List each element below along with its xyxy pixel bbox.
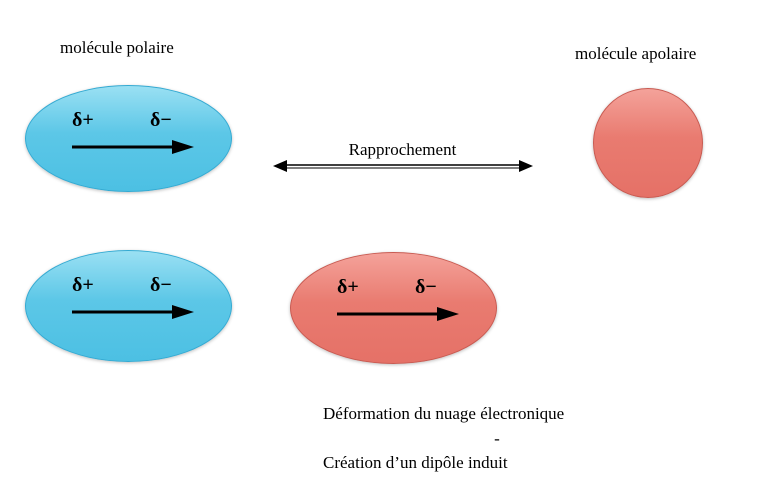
caption-line-creation: Création d’un dipôle induit	[323, 453, 508, 473]
induced-dipole-molecule-ellipse: δ+ δ−	[290, 252, 497, 364]
apolar-molecule-circle	[593, 88, 703, 198]
delta-minus-label: δ−	[150, 274, 172, 296]
rapprochement-label: Rapprochement	[348, 140, 457, 159]
polar-molecule-ellipse-bottom: δ+ δ−	[25, 250, 232, 362]
delta-plus-label: δ+	[337, 276, 359, 298]
caption-line-deformation: Déformation du nuage électronique	[323, 404, 565, 423]
dipole-arrow-icon	[72, 140, 194, 154]
rapprochement-double-arrow-icon	[273, 160, 533, 172]
delta-minus-label: δ−	[150, 109, 172, 131]
dipole-arrow-icon	[72, 305, 194, 319]
polar-molecule-label: molécule polaire	[60, 38, 174, 57]
delta-minus-label: δ−	[415, 276, 437, 298]
polar-molecule-ellipse-top: δ+ δ−	[25, 85, 232, 192]
delta-plus-label: δ+	[72, 109, 94, 131]
caption-line-dash: -	[494, 428, 500, 448]
dipole-arrow-icon	[337, 307, 459, 321]
caption-block: Déformation du nuage électronique - Créa…	[323, 402, 671, 476]
delta-plus-label: δ+	[72, 274, 94, 296]
apolar-molecule-label: molécule apolaire	[575, 44, 697, 63]
